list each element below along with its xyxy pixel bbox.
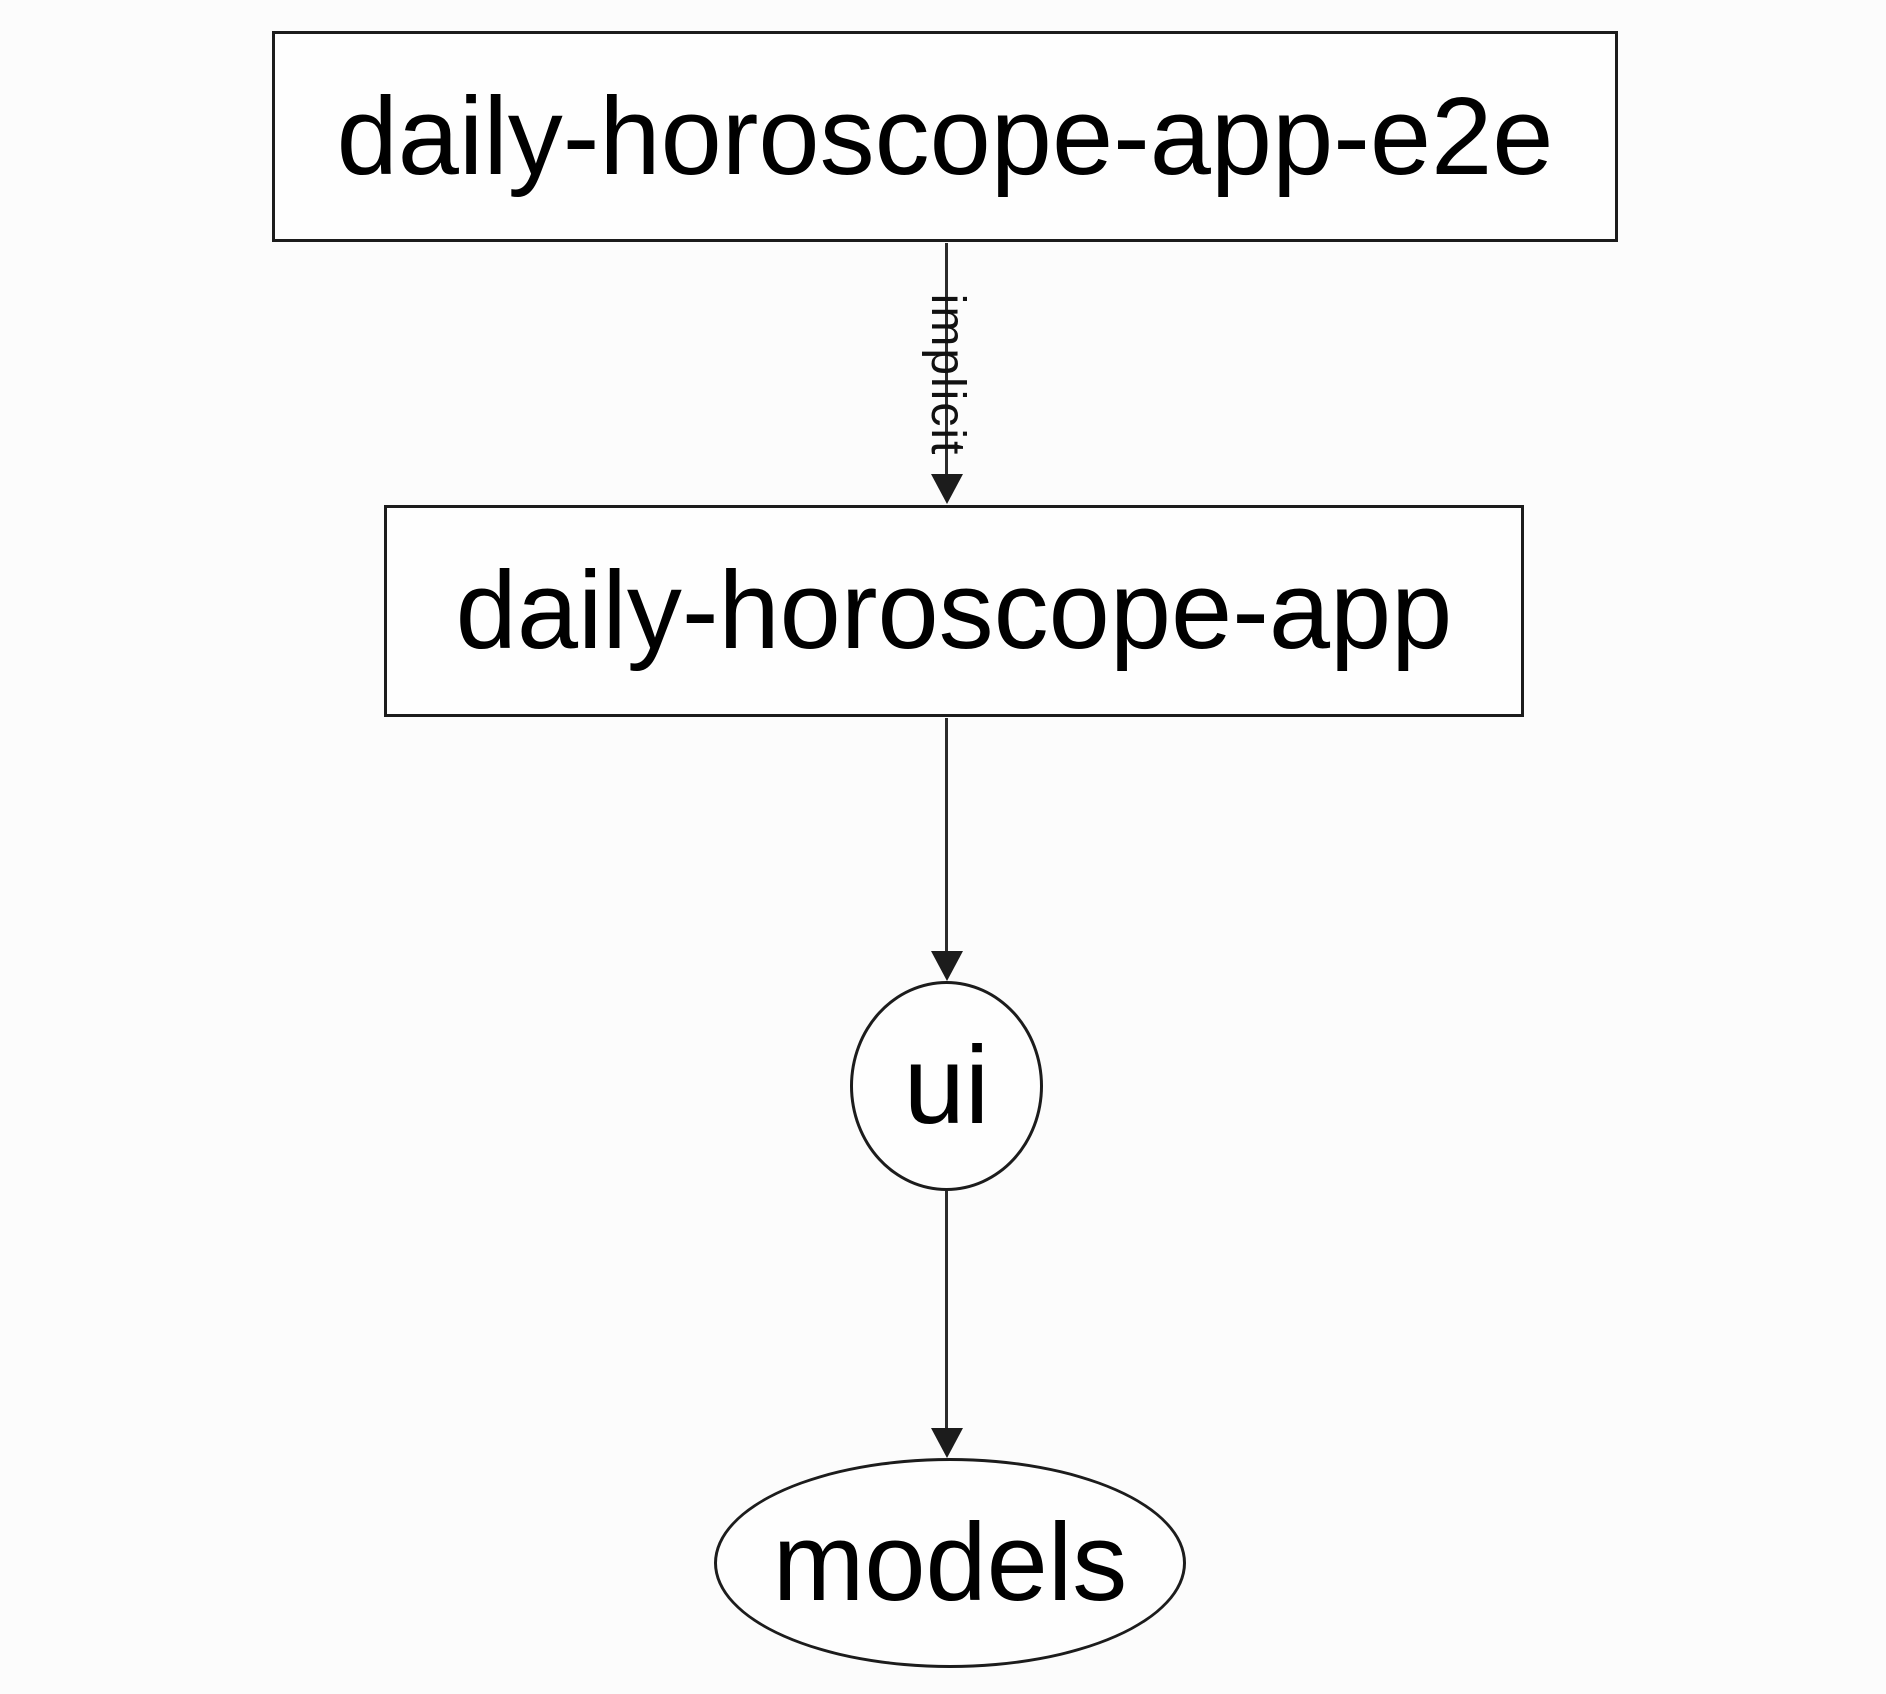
node-label: ui — [903, 1024, 990, 1147]
node-daily-horoscope-app-e2e[interactable]: daily-horoscope-app-e2e — [272, 31, 1618, 242]
edge-app-to-ui-line — [945, 718, 948, 952]
node-ui[interactable]: ui — [850, 981, 1043, 1191]
node-label: models — [772, 1501, 1128, 1624]
arrowhead-down-icon — [931, 951, 963, 981]
node-daily-horoscope-app[interactable]: daily-horoscope-app — [384, 505, 1524, 717]
node-models[interactable]: models — [714, 1458, 1186, 1668]
node-label: daily-horoscope-app — [455, 549, 1453, 672]
node-label: daily-horoscope-app-e2e — [336, 74, 1554, 198]
arrowhead-down-icon — [931, 1428, 963, 1458]
edge-e2e-to-app-line — [945, 243, 948, 477]
arrowhead-down-icon — [931, 474, 963, 504]
edge-ui-to-models-line — [945, 1191, 948, 1429]
edge-label-implicit: implicit — [921, 293, 974, 457]
